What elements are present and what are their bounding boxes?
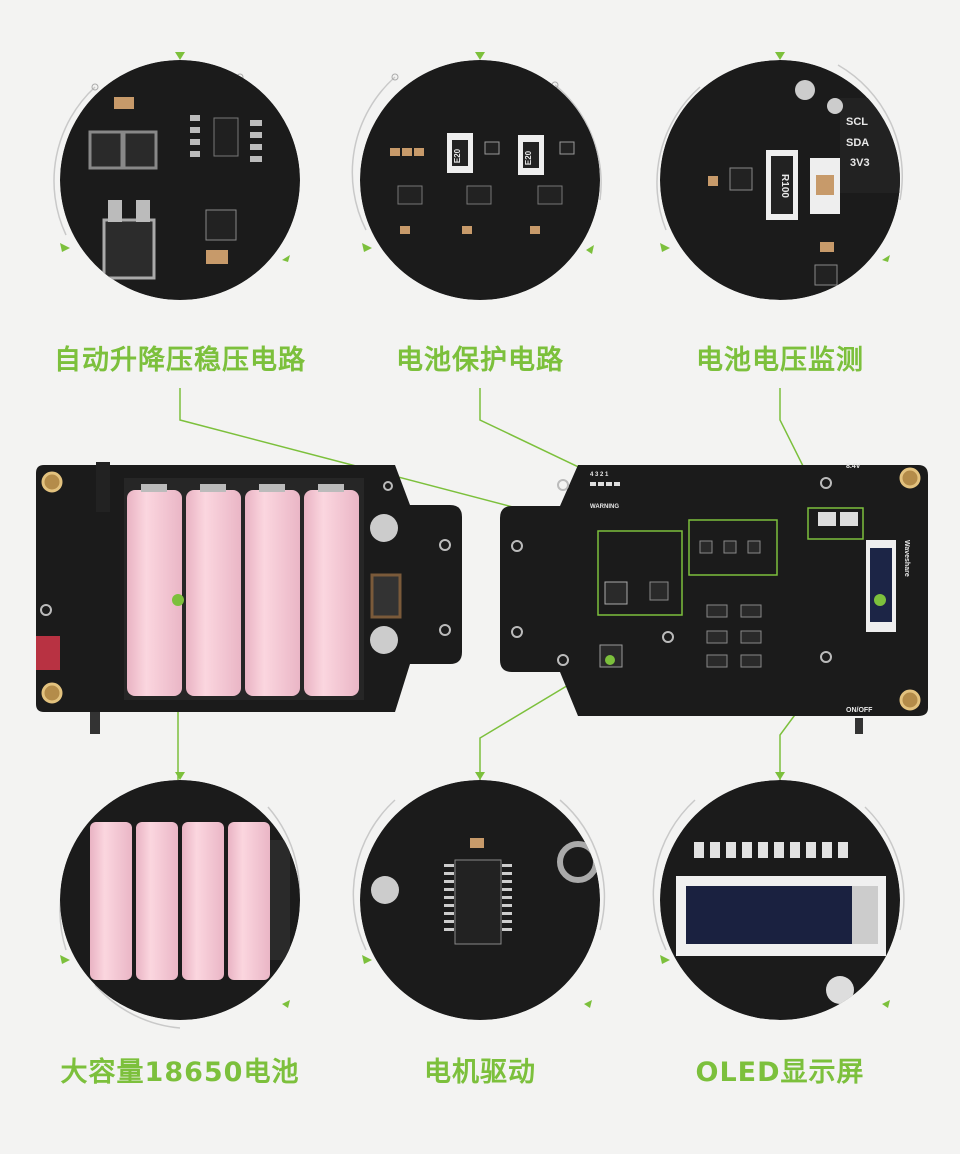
scl-label: SCL: [846, 116, 868, 128]
zoom-circle-motor-driver: [352, 772, 606, 1020]
zoom-circle-oled: [652, 772, 905, 1020]
label-voltage-monitor: 电池电压监测: [696, 345, 864, 376]
3v3-label: 3V3: [850, 157, 870, 169]
label-18650-battery: 大容量18650电池: [60, 1057, 300, 1088]
zoom-circle-voltage-monitor: SCL SDA 3V3 R100: [656, 52, 903, 300]
r100-label: R100: [779, 174, 790, 198]
callout-dot: [874, 594, 886, 606]
sda-label: SDA: [846, 137, 869, 149]
zoom-circle-18650-battery: [59, 772, 301, 1029]
zoom-circle-buck-boost: [53, 52, 300, 300]
battery-cell: [304, 484, 359, 696]
e20-label: E20: [453, 148, 462, 163]
battery-board: [36, 462, 462, 734]
voltage-label: 8.4V: [846, 463, 861, 470]
control-board: 8.4V 4 3 2 1 WARNING ON/OFF Waveshare: [500, 463, 928, 734]
brand-label: Waveshare: [903, 540, 910, 577]
label-battery-protection: 电池保护电路: [396, 345, 564, 376]
svg-text:4 3 2 1: 4 3 2 1: [590, 472, 609, 478]
on-off-label: ON/OFF: [846, 707, 873, 714]
battery-cell: [186, 484, 241, 696]
battery-cell: [127, 484, 182, 696]
power-connector: [36, 636, 60, 670]
callout-dot: [172, 594, 184, 606]
label-motor-driver: 电机驱动: [424, 1057, 536, 1088]
svg-text:E20: E20: [524, 150, 533, 165]
label-buck-boost: 自动升降压稳压电路: [54, 345, 306, 376]
label-oled: OLED显示屏: [695, 1057, 865, 1088]
arrow-icon: [175, 52, 185, 60]
battery-cell: [245, 484, 300, 696]
zoom-circle-battery-protection: E20 E20: [351, 52, 602, 300]
callout-dot: [605, 655, 615, 665]
warning-label: WARNING: [590, 504, 619, 510]
